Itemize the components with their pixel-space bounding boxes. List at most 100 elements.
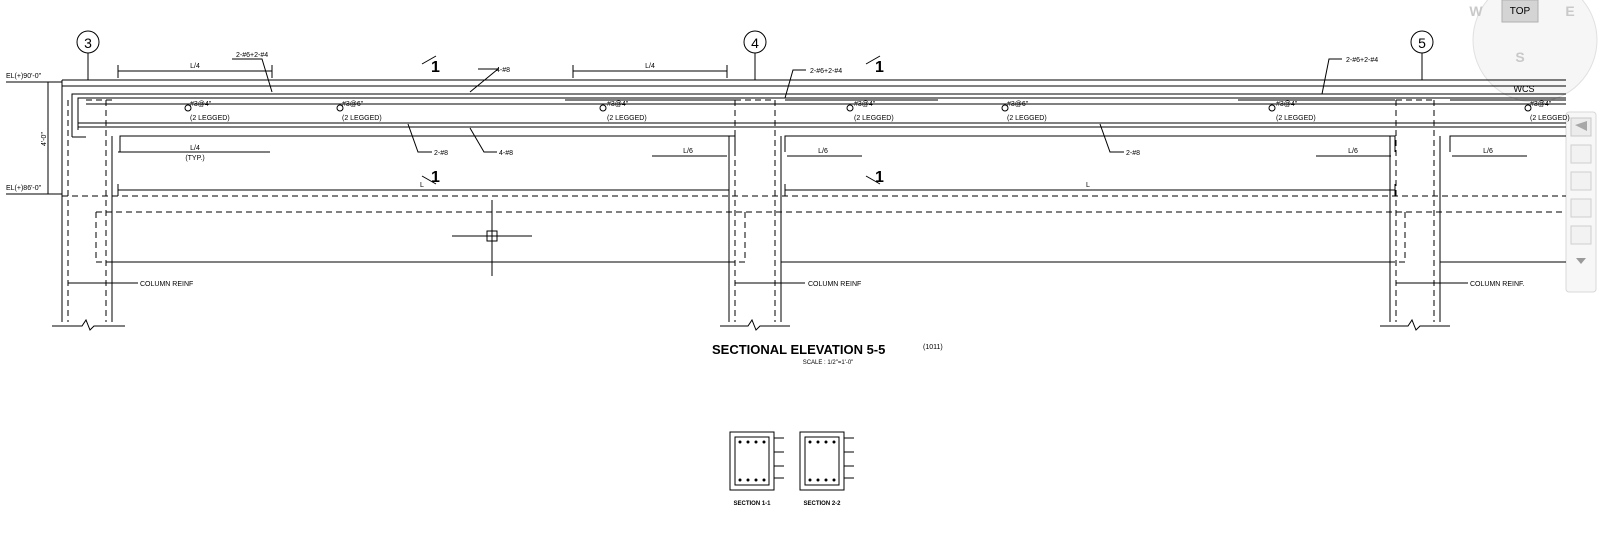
callout-bot-cont[interactable]: 4-#8 — [469, 127, 513, 157]
top-bars-1-label: 2-#6+2-#4 — [236, 52, 268, 59]
grid-label-5: 5 — [1418, 35, 1426, 51]
stirrup-2-legs: (2 LEGGED) — [342, 115, 382, 122]
section-mark-a[interactable]: 1 — [421, 55, 440, 76]
nav-pan-icon[interactable] — [1575, 121, 1587, 131]
section-mark-d-label: 1 — [875, 169, 884, 186]
stirrup-callout-5[interactable]: #3@6" (2 LEGGED) — [1007, 101, 1047, 122]
callout-bot-extra-1[interactable]: 2-#8 — [407, 123, 448, 157]
bot-extra-2-label: 2-#8 — [1126, 150, 1140, 157]
column-5 — [1389, 99, 1441, 322]
dimension-l6-3[interactable]: L/6 — [1316, 148, 1391, 157]
stirrup-3-spacing: #3@4" — [607, 101, 629, 108]
top-bars-3-label: 2-#6+2-#4 — [1346, 57, 1378, 64]
section-mark-a-label: 1 — [431, 59, 440, 76]
column-reinf-callout-2[interactable]: COLUMN REINF — [735, 281, 861, 288]
navigation-bar[interactable] — [1565, 111, 1597, 293]
nav-showmotion-icon[interactable] — [1570, 198, 1592, 218]
nav-steering-icon[interactable] — [1570, 225, 1592, 245]
section-mark-b-label: 1 — [875, 59, 884, 76]
stirrup-3-legs: (2 LEGGED) — [607, 115, 647, 122]
column-3 — [61, 86, 113, 322]
grid-bubble-4[interactable]: 4 — [743, 30, 767, 80]
stirrup-callout-4[interactable]: #3@4" (2 LEGGED) — [854, 101, 894, 122]
grid-label-3: 3 — [84, 35, 92, 51]
column-4 — [728, 99, 782, 322]
column-reinf-callout-3[interactable]: COLUMN REINF. — [1396, 281, 1525, 288]
grid-bubble-5[interactable]: 5 — [1410, 30, 1434, 80]
elevation-top-label: EL(+)90'-0" — [6, 73, 42, 80]
dim-l6-1-label: L/6 — [683, 148, 693, 155]
stirrup-2-spacing: #3@6" — [342, 101, 364, 108]
nav-orbit-icon[interactable] — [1570, 171, 1592, 191]
bot-extra-1-label: 2-#8 — [434, 150, 448, 157]
stirrup-callout-6[interactable]: #3@4" (2 LEGGED) — [1276, 101, 1316, 122]
section-mark-c-label: 1 — [431, 169, 440, 186]
nav-dropdown-icon[interactable] — [1576, 258, 1586, 264]
stirrup-4-legs: (2 LEGGED) — [854, 115, 894, 122]
callout-bot-extra-2[interactable]: 2-#8 — [1099, 123, 1140, 157]
drawing-title-block: SECTIONAL ELEVATION 5-5 (1011) SCALE : 1… — [712, 342, 943, 366]
viewcube-top-label: TOP — [1510, 6, 1531, 17]
stirrup-6-legs: (2 LEGGED) — [1276, 115, 1316, 122]
beam-elevation — [52, 79, 1566, 331]
viewcube-west-label[interactable]: W — [1469, 3, 1483, 19]
drawing-title-ref: (1011) — [923, 344, 943, 351]
top-cont-label: 4-#8 — [496, 67, 510, 74]
stirrup-callout-1[interactable]: #3@4" (2 LEGGED) — [190, 101, 230, 122]
stirrup-5-legs: (2 LEGGED) — [1007, 115, 1047, 122]
callout-top-bars-2[interactable]: 2-#6+2-#4 — [784, 68, 842, 99]
crosshair-cursor — [452, 200, 532, 276]
callout-top-bars-1[interactable]: 2-#6+2-#4 — [232, 52, 273, 93]
section-2-2-label: SECTION 2-2 — [803, 501, 841, 507]
wcs-label[interactable]: WCS — [1514, 84, 1535, 94]
dim-l4-left-label: L/4 — [190, 63, 200, 70]
stirrup-1-legs: (2 LEGGED) — [190, 115, 230, 122]
viewcube-east-label[interactable]: E — [1565, 3, 1574, 19]
section-detail-1-1[interactable]: SECTION 1-1 — [729, 431, 784, 507]
dim-l4-mid-label: L/4 — [645, 63, 655, 70]
stirrup-6-spacing: #3@4" — [1276, 101, 1298, 108]
drawing-scale: SCALE : 1/2"=1'-0" — [803, 360, 854, 366]
section-mark-c[interactable]: 1 — [421, 169, 440, 186]
section-mark-d[interactable]: 1 — [865, 169, 884, 186]
stirrup-4-spacing: #3@4" — [854, 101, 876, 108]
column-reinf-3-label: COLUMN REINF. — [1470, 281, 1525, 288]
stirrup-7-legs: (2 LEGGED) — [1530, 115, 1570, 122]
beam-depth-dimension: 4'-0" — [41, 132, 48, 146]
column-reinf-2-label: COLUMN REINF — [808, 281, 861, 288]
stirrup-callout-2[interactable]: #3@6" (2 LEGGED) — [342, 101, 382, 122]
viewcube-top-face[interactable] — [1501, 0, 1539, 23]
dim-l6-3-label: L/6 — [1348, 148, 1358, 155]
dimension-bottom-l4-typ[interactable]: L/4 (TYP.) — [118, 145, 270, 162]
grid-bubble-3[interactable]: 3 — [76, 30, 100, 80]
callout-top-cont[interactable]: 4-#8 — [469, 67, 510, 93]
column-reinf-callout-1[interactable]: COLUMN REINF — [68, 281, 193, 288]
dim-span-2-label: L — [1086, 182, 1090, 189]
viewcube[interactable]: TOP W E S WCS — [1469, 0, 1598, 103]
grid-label-4: 4 — [751, 35, 759, 51]
dim-l4-typ-label: L/4 — [190, 145, 200, 152]
elevation-bottom-label: EL(+)86'-0" — [6, 185, 42, 192]
section-detail-2-2[interactable]: SECTION 2-2 — [799, 431, 854, 507]
callout-top-bars-3[interactable]: 2-#6+2-#4 — [1321, 57, 1378, 95]
drawing-title: SECTIONAL ELEVATION 5-5 — [712, 342, 885, 357]
nav-zoom-icon[interactable] — [1570, 144, 1592, 164]
dimension-top-l4-left[interactable]: L/4 — [117, 63, 273, 78]
dimension-l6-4[interactable]: L/6 — [1452, 148, 1527, 157]
dimension-top-l4-mid[interactable]: L/4 — [572, 63, 728, 78]
section-1-1-label: SECTION 1-1 — [733, 501, 771, 507]
stirrup-5-spacing: #3@6" — [1007, 101, 1029, 108]
dim-l6-4-label: L/6 — [1483, 148, 1493, 155]
section-mark-b[interactable]: 1 — [865, 55, 884, 76]
viewcube-south-label[interactable]: S — [1515, 49, 1524, 65]
stirrup-callout-3[interactable]: #3@4" (2 LEGGED) — [607, 101, 647, 122]
dimension-span-2[interactable]: L — [784, 182, 1396, 196]
dim-span-1-label: L — [420, 182, 424, 189]
dimension-span-1[interactable]: L — [117, 182, 730, 196]
top-bars-2-label: 2-#6+2-#4 — [810, 68, 842, 75]
stirrup-callout-7[interactable]: #3@4" (2 LEGGED) — [1530, 101, 1570, 122]
bot-cont-label: 4-#8 — [499, 150, 513, 157]
dimension-l6-2[interactable]: L/6 — [787, 148, 862, 157]
dimension-l6-1[interactable]: L/6 — [652, 148, 727, 157]
